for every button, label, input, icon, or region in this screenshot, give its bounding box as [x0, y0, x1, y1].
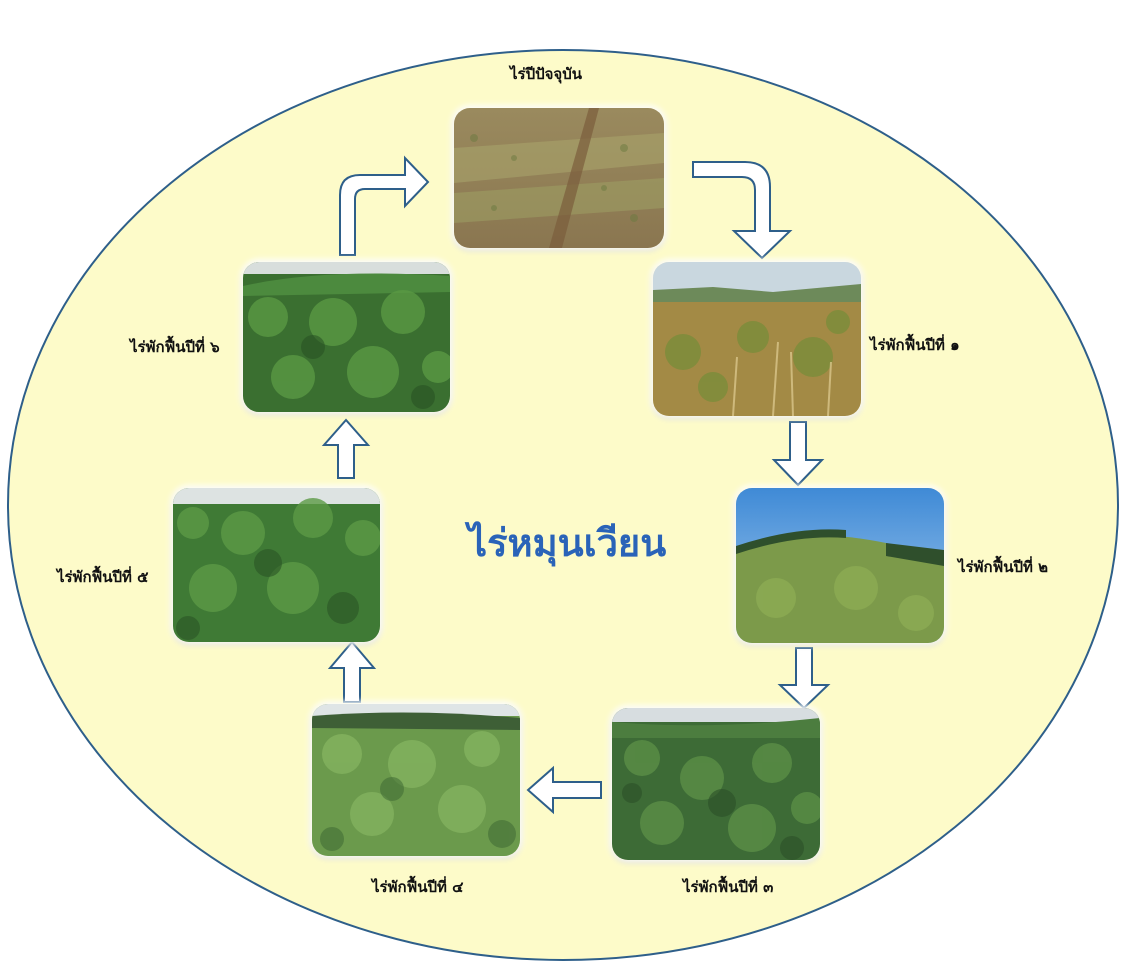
arrow-fallow1-to-fallow2: [771, 421, 825, 487]
photo-fallow-year-1: [653, 262, 861, 416]
label-fallow-year-4: ไร่พักฟื้นปีที่ ๔: [372, 878, 464, 896]
photo-fallow-year-2: [736, 488, 944, 643]
label-fallow-year-6: ไร่พักฟื้นปีที่ ๖: [130, 338, 220, 356]
label-fallow-year-2: ไร่พักฟื้นปีที่ ๒: [958, 558, 1048, 576]
label-current-field: ไร่ปีปัจจุบัน: [510, 65, 582, 83]
arrow-fallow3-to-fallow4: [526, 765, 602, 815]
label-fallow-year-1: ไร่พักฟื้นปีที่ ๑: [870, 336, 960, 354]
photo-fallow-year-5: [173, 488, 380, 642]
arrow-fallow4-to-fallow5: [327, 640, 377, 703]
photo-fallow-year-4: [312, 704, 520, 856]
arrow-fallow6-to-current: [339, 155, 430, 256]
photo-fallow-year-3: [612, 708, 820, 860]
label-fallow-year-3: ไร่พักฟื้นปีที่ ๓: [683, 878, 774, 896]
diagram-title: ไร่หมุนเวียน: [468, 520, 667, 565]
photo-fallow-year-6: [243, 262, 450, 412]
photo-current-field: [454, 108, 664, 248]
label-fallow-year-5: ไร่พักฟื้นปีที่ ๕: [57, 568, 149, 586]
arrow-current-to-fallow1: [692, 161, 793, 260]
arrow-fallow5-to-fallow6: [321, 418, 371, 479]
arrow-fallow2-to-fallow3: [777, 647, 831, 710]
